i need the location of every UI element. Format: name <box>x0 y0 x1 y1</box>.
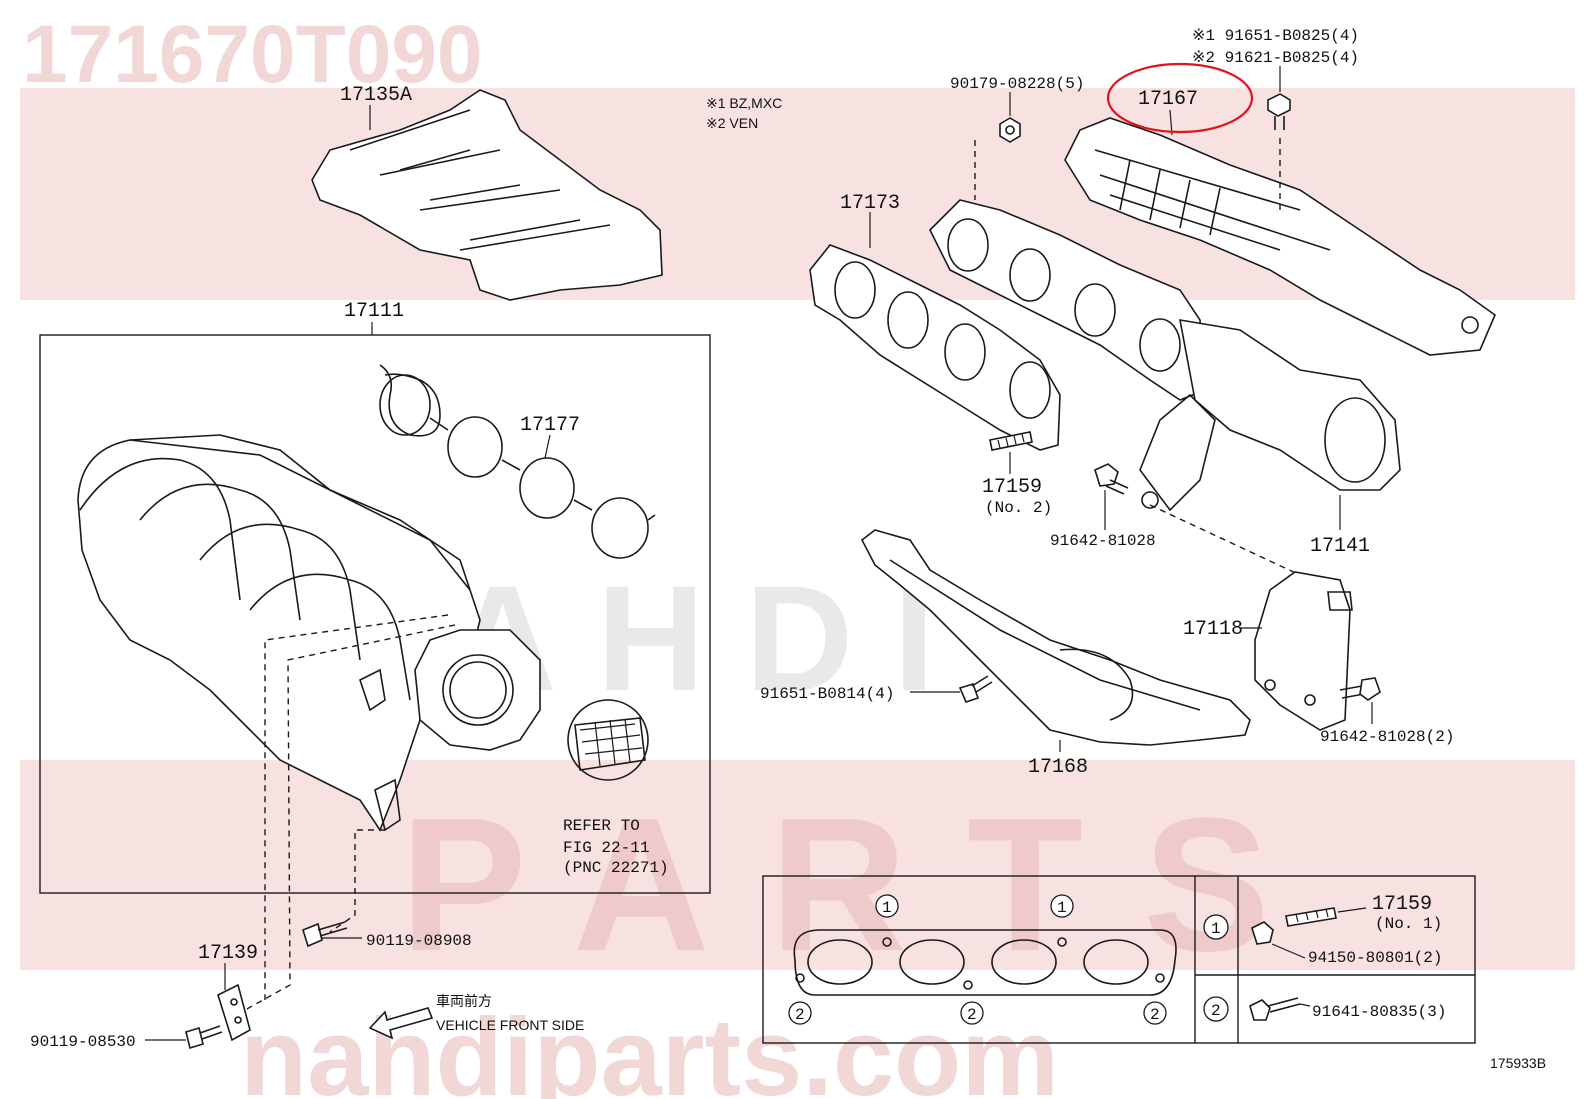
inset-table: 1 1 2 2 2 1 2 17159 (No. 1) 94150-80801(… <box>762 875 1476 1044</box>
label-90119-08908: 90119-08908 <box>366 932 472 950</box>
label-17135A: 17135A <box>340 84 412 107</box>
bracket-17118: 17118 <box>1149 504 1353 731</box>
bolt-91651-B0814: 91651-B0814(4) <box>760 675 993 703</box>
inset-row-2-key: 2 <box>1211 1002 1221 1020</box>
label-17173: 17173 <box>840 192 900 215</box>
label-17118: 17118 <box>1183 618 1243 641</box>
guide-line-bolt <box>329 829 385 933</box>
gasket-17177: 17177 <box>379 364 656 559</box>
watermark: 171670T090 NAHDI PARTS nahdiparts.com <box>20 9 1575 1099</box>
bolt-91651-B0825: ※1 91651-B0825(4) ※2 91621-B0825(4) <box>1192 27 1359 210</box>
insulator-17135A: 17135A <box>311 84 663 301</box>
insulator-17167: 17167 <box>1064 62 1496 356</box>
front-label-en: VEHICLE FRONT SIDE <box>436 1017 584 1033</box>
refer-to-fig: REFER TO FIG 22-11 (PNC 22271) <box>563 699 669 877</box>
label-90179-08228: 90179-08228(5) <box>950 75 1084 93</box>
bolt-90119-08908: 90119-08908 <box>302 921 472 950</box>
label-91651-B0814: 91651-B0814(4) <box>760 685 894 703</box>
inset-circle-1a: 1 <box>882 899 892 917</box>
exhaust-manifold-17141: 17141 <box>929 199 1401 558</box>
label-17141: 17141 <box>1310 535 1370 558</box>
inset-label-17159-sub: (No. 1) <box>1375 915 1442 933</box>
intake-manifold-box <box>39 334 711 894</box>
refer-line-1: REFER TO <box>563 817 640 835</box>
bolt-90119-08530: 90119-08530 <box>30 1025 223 1051</box>
inset-label-91641-80835: 91641-80835(3) <box>1312 1003 1446 1021</box>
gasket-17173: 17173 <box>809 192 1061 451</box>
watermark-url: nahdiparts.com <box>240 996 1059 1099</box>
insulator-17168: 17168 <box>860 529 1251 779</box>
inset-row-1-key: 1 <box>1211 920 1221 938</box>
front-label-jp: 車両前方 <box>436 993 492 1009</box>
label-17159-no2: 17159 <box>982 476 1042 499</box>
label-17167: 17167 <box>1138 88 1198 111</box>
inset-circle-2b: 2 <box>967 1006 977 1024</box>
label-91642-81028-2: 91642-81028(2) <box>1320 728 1454 746</box>
guide-lines-left <box>244 614 456 1011</box>
bolt-91642-81028-2: 91642-81028(2) <box>1320 677 1454 746</box>
label-90119-08530: 90119-08530 <box>30 1033 136 1051</box>
inset-label-94150-80801: 94150-80801(2) <box>1308 949 1442 967</box>
refer-line-3: (PNC 22271) <box>563 859 669 877</box>
note-1: ※1 BZ,MXC <box>706 95 782 111</box>
label-17159-no2-sub: (No. 2) <box>985 499 1052 517</box>
inset-circle-1b: 1 <box>1057 899 1067 917</box>
label-17168: 17168 <box>1028 756 1088 779</box>
arrow-left-icon <box>368 1007 434 1040</box>
refer-line-2: FIG 22-11 <box>563 839 649 857</box>
highlight-ellipse-17167 <box>1106 62 1254 134</box>
inset-label-17159: 17159 <box>1372 893 1432 916</box>
inset-circle-2c: 2 <box>1150 1006 1160 1024</box>
inset-circle-2a: 2 <box>795 1006 805 1024</box>
vehicle-front-indicator: 車両前方 VEHICLE FRONT SIDE <box>368 993 584 1040</box>
label-17177: 17177 <box>520 414 580 437</box>
bolt-91642-81028: 91642-81028 <box>1050 463 1156 550</box>
stud-17159-no2: 17159 (No. 2) <box>982 431 1052 517</box>
nut-90179-08228: 90179-08228(5) <box>950 75 1084 200</box>
watermark-part-number: 171670T090 <box>22 9 483 100</box>
label-17111: 17111 <box>344 300 404 323</box>
label-91621-B0825: ※2 91621-B0825(4) <box>1192 49 1359 67</box>
intake-manifold-17111 <box>77 434 541 832</box>
label-91651-B0825: ※1 91651-B0825(4) <box>1192 27 1359 45</box>
figure-code: 175933B <box>1490 1055 1546 1071</box>
label-91642-81028: 91642-81028 <box>1050 532 1156 550</box>
note-2: ※2 VEN <box>706 115 758 131</box>
bracket-17139: 17139 <box>198 942 258 1042</box>
watermark-site-bottom: PARTS <box>400 779 1330 991</box>
watermark-band-bottom <box>20 760 1575 970</box>
label-17139: 17139 <box>198 942 258 965</box>
